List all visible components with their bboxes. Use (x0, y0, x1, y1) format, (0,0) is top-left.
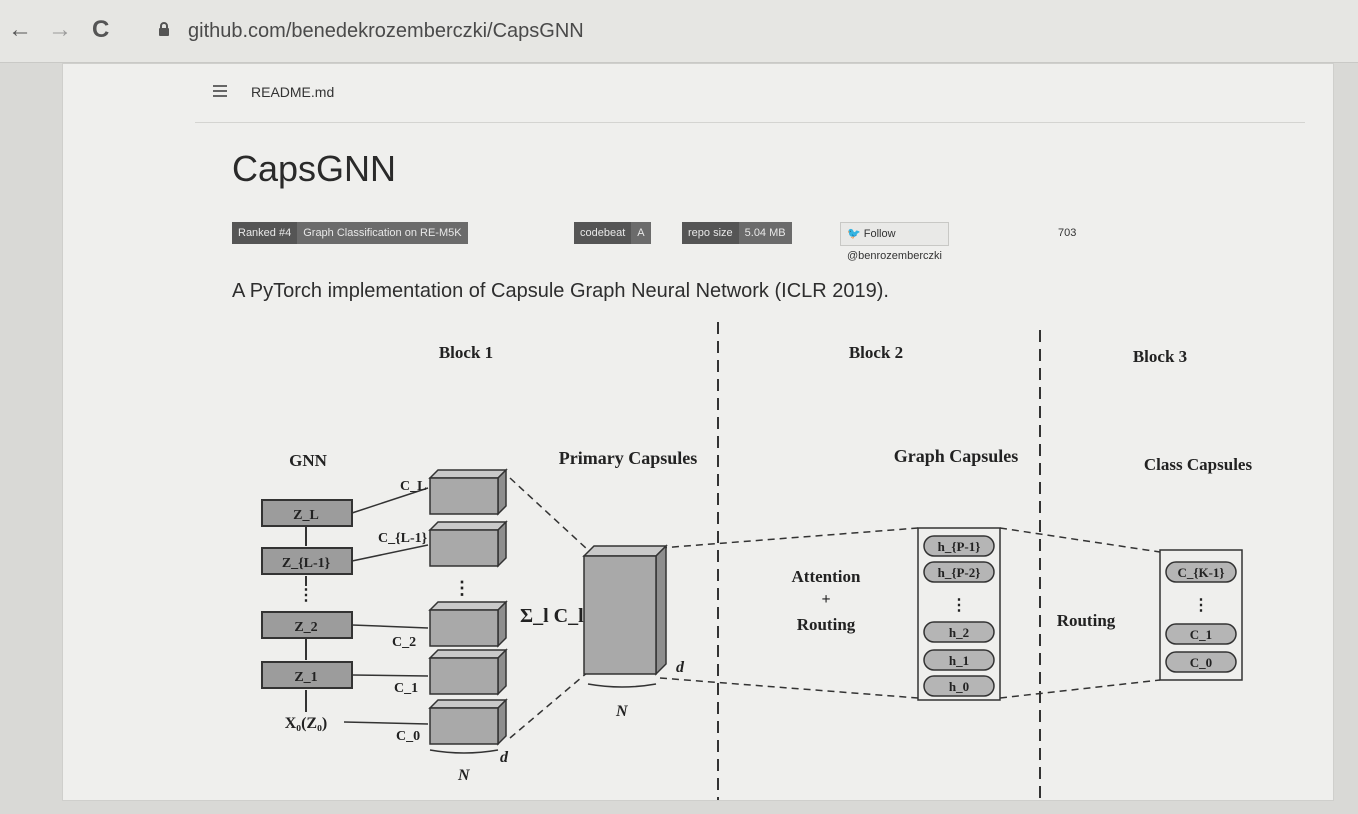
class-capsule-label: C_1 (1190, 627, 1212, 642)
graph-capsule (923, 649, 995, 671)
z-label: Z_2 (294, 620, 317, 635)
c-label: C_{L-1} (378, 531, 428, 546)
block-title: Block 3 (1133, 347, 1187, 366)
follow-count: 703 (1058, 227, 1077, 239)
graph-capsule-label: h_1 (949, 653, 969, 668)
address-bar-url[interactable]: github.com/benedekrozemberczki/CapsGNN (188, 20, 584, 42)
dimension-d-label: d (676, 659, 685, 676)
badge-value: 5.04 MB (738, 222, 792, 244)
dimension-n-label: N (615, 703, 629, 720)
graph-capsule (923, 535, 995, 557)
browser-url-bar: ← → C github.com/benedekrozemberczki/Cap… (0, 0, 1358, 63)
primary-capsules-header: Primary Capsules (559, 448, 698, 468)
gnn-layer-stack: Z_L Z_{L-1} ⋮ Z_2 Z_1 X₀(Z₀) (261, 499, 353, 732)
z-label: Z_1 (294, 670, 317, 685)
capsule-cube (428, 698, 508, 746)
graph-capsules-header: Graph Capsules (894, 446, 1019, 466)
badge-label: Ranked #4 (232, 222, 298, 244)
attention-label: Attention (792, 567, 861, 586)
c-label: C_2 (392, 635, 416, 650)
gnn-layer-box (261, 547, 353, 575)
dimension-n-label: N (457, 767, 471, 784)
dimension-brace (429, 749, 499, 754)
capsule-cube (428, 600, 508, 648)
primary-capsules-block: N d (582, 544, 685, 720)
class-capsule (1165, 623, 1237, 645)
capsule-cube-stack: ⋮ C_L C_{L-1} C_2 C_1 C_0 N d (378, 468, 509, 784)
class-capsules-column: C_{K-1} ⋮ C_1 C_0 (1159, 549, 1243, 681)
block-title: Block 2 (849, 343, 903, 362)
badge-label: repo size (682, 222, 739, 244)
forward-arrow-icon[interactable]: → (48, 16, 72, 43)
page-title: CapsGNN (232, 148, 397, 189)
list-icon (213, 85, 227, 97)
input-label: X₀(Z₀) (285, 715, 327, 732)
class-capsule-label: C_0 (1190, 655, 1212, 670)
readme-description: A PyTorch implementation of Capsule Grap… (232, 280, 889, 302)
class-capsule (1165, 561, 1237, 583)
class-capsule-label: C_{K-1} (1177, 565, 1224, 580)
lock-icon (159, 22, 169, 36)
graph-capsule-label: h_{P-2} (938, 565, 981, 580)
gnn-layer-box (261, 611, 353, 639)
class-capsule-label: ⋮ (1193, 597, 1209, 614)
readme-header: README.md (195, 76, 1305, 123)
twitter-bird-icon: 🐦 (847, 228, 861, 240)
c-label: C_0 (396, 729, 420, 744)
gnn-to-capsule-connectors (343, 487, 429, 725)
z-label: Z_L (293, 508, 319, 523)
graph-capsule (923, 621, 995, 643)
funnel-lines (509, 477, 1161, 739)
back-arrow-icon[interactable]: ← (8, 16, 32, 43)
c-label: C_L (400, 479, 426, 494)
gnn-layer-box (261, 499, 353, 527)
routing-label-block3: Routing (1057, 611, 1116, 630)
repo-size-badge[interactable]: repo size 5.04 MB (682, 222, 792, 244)
gnn-header: GNN (289, 451, 328, 470)
class-capsules-header: Class Capsules (1144, 455, 1253, 474)
badge-label: codebeat (574, 222, 632, 244)
graph-capsules-column: h_{P-1} h_{P-2} ⋮ h_2 h_1 h_0 (917, 527, 1001, 701)
twitter-follow-button[interactable]: 🐦 Follow @benrozemberczki (840, 222, 949, 262)
graph-capsule-label: h_0 (949, 679, 969, 694)
graph-capsule-label: ⋮ (951, 597, 967, 614)
graph-capsule (923, 675, 995, 697)
block-title: Block 1 (439, 343, 493, 362)
codebeat-badge[interactable]: codebeat A (574, 222, 651, 244)
graph-capsule (923, 561, 995, 583)
capsule-cube (428, 468, 508, 516)
plus-label: + (821, 591, 830, 608)
badge-value: Graph Classification on RE-M5K (297, 222, 468, 244)
capsule-cube (428, 520, 508, 568)
graph-capsule-label: h_{P-1} (938, 539, 981, 554)
dimension-d-label: d (500, 749, 509, 766)
dimension-brace (587, 683, 657, 688)
routing-label: Routing (797, 615, 856, 634)
capsule-cube (428, 648, 508, 696)
readme-file-label[interactable]: README.md (251, 84, 335, 100)
z-label: ⋮ (298, 587, 314, 604)
badge-value: A (631, 222, 651, 244)
z-label: Z_{L-1} (282, 556, 331, 571)
class-capsule (1165, 651, 1237, 673)
ellipsis: ⋮ (453, 578, 471, 598)
reload-icon[interactable]: C (92, 16, 110, 43)
follow-label: Follow @benrozemberczki (847, 228, 942, 262)
ranking-badge[interactable]: Ranked #4 Graph Classification on RE-M5K (232, 222, 468, 244)
graph-capsule-label: h_2 (949, 625, 969, 640)
c-label: C_1 (394, 681, 418, 696)
sum-label: Σ_l C_l (520, 605, 584, 627)
